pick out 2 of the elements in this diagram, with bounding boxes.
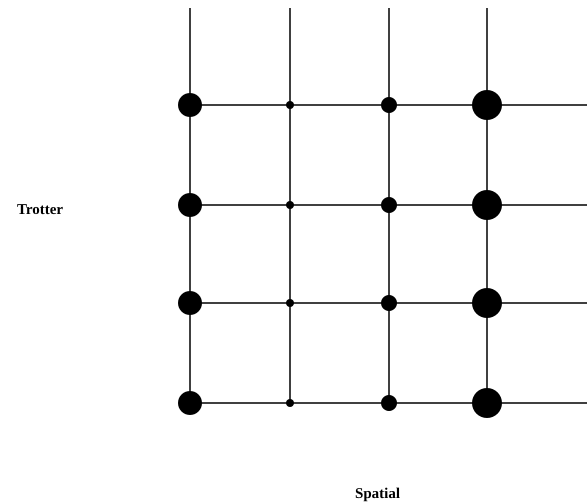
axis-label: Trotter	[17, 202, 64, 219]
axis-label: Spatial	[355, 486, 400, 503]
